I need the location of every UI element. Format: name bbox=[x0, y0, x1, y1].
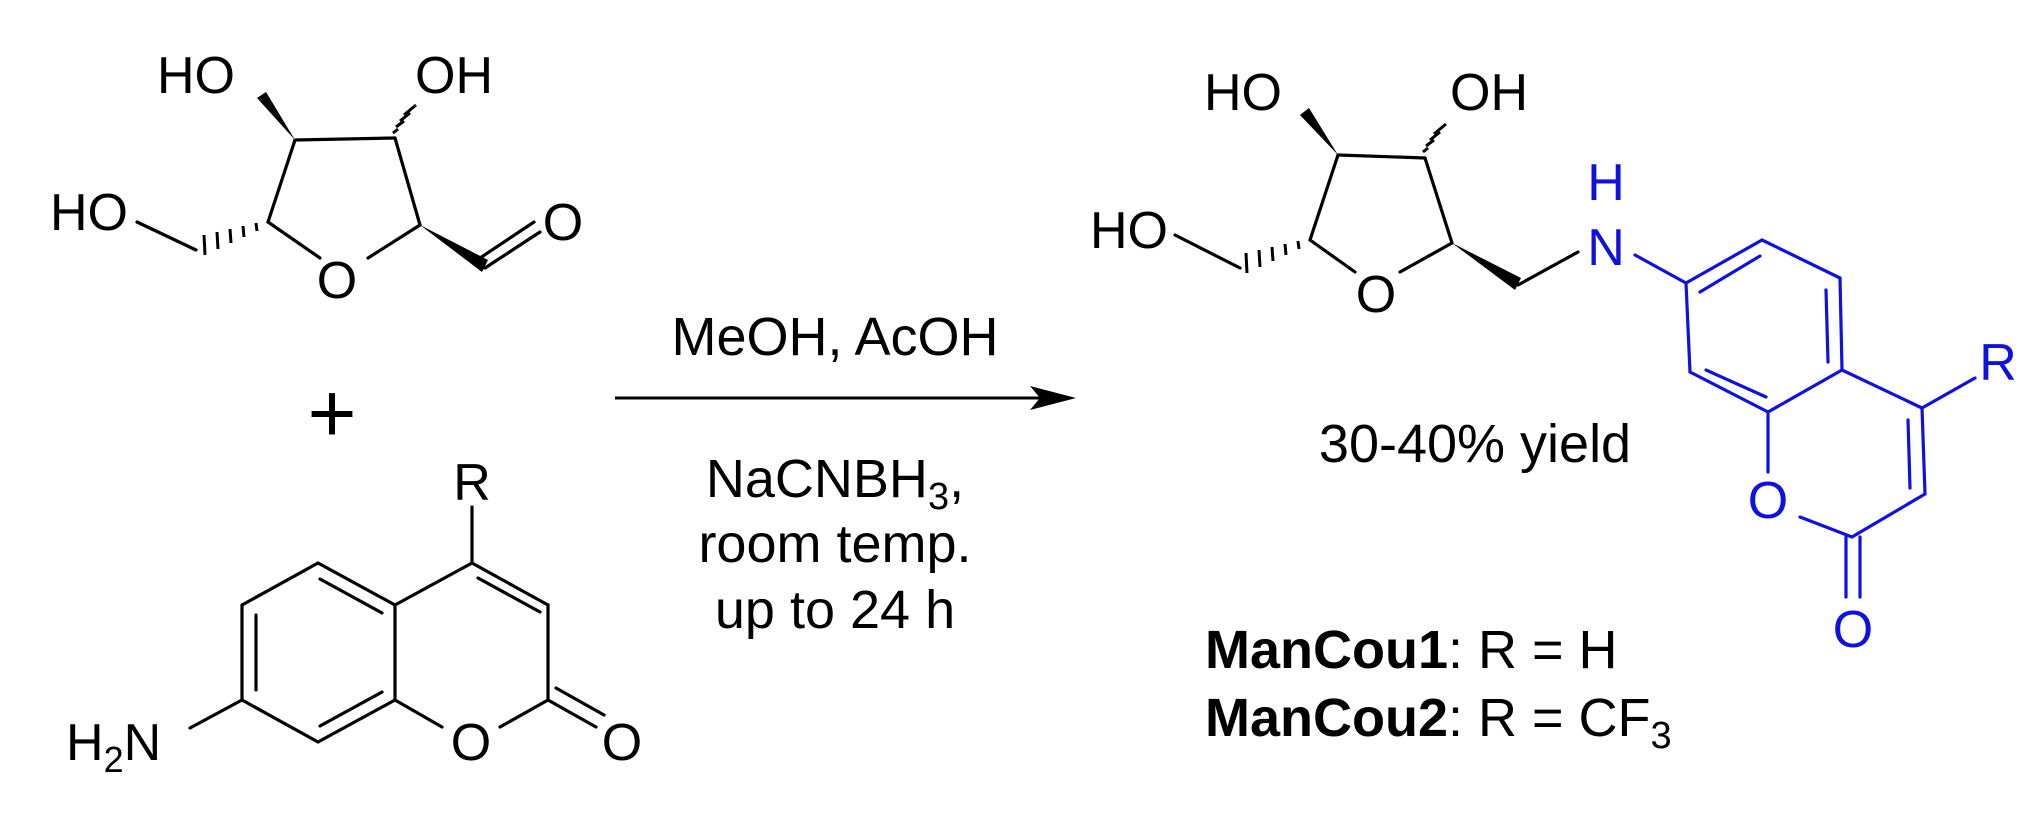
plus-sign: + bbox=[307, 366, 356, 460]
r-group-label: R bbox=[1979, 334, 2017, 392]
product-sugar-part: HO OH HO O bbox=[1090, 64, 1580, 324]
hydroxyl-label: OH bbox=[415, 47, 493, 105]
reaction-arrow bbox=[615, 386, 1076, 410]
conditions-temperature: room temp. bbox=[698, 514, 971, 574]
nh-hydrogen-label: H bbox=[1587, 154, 1625, 212]
ring-oxygen-label: O bbox=[451, 714, 491, 772]
wedge-bond bbox=[420, 225, 488, 272]
hash-bond bbox=[1422, 122, 1447, 154]
carbonyl-oxygen-label: O bbox=[602, 714, 642, 772]
hash-bond bbox=[1244, 240, 1301, 274]
hydroxyl-label: OH bbox=[1450, 64, 1528, 122]
conditions-time: up to 24 h bbox=[715, 580, 955, 640]
hash-bond bbox=[392, 103, 417, 135]
hydroxyl-label: HO bbox=[50, 184, 128, 242]
amine-label: H2N bbox=[66, 714, 161, 780]
conditions-reductant: NaCNBH3, bbox=[706, 449, 964, 518]
ring-oxygen-label: O bbox=[1356, 266, 1396, 324]
ring-oxygen-label: O bbox=[317, 252, 357, 310]
hydroxyl-label: HO bbox=[1090, 202, 1168, 260]
wedge-bond bbox=[1300, 108, 1338, 155]
aldehyde-oxygen-label: O bbox=[543, 194, 583, 252]
r-group-label: R bbox=[453, 454, 491, 512]
hydroxyl-label: HO bbox=[157, 47, 235, 105]
hydroxyl-label: HO bbox=[1204, 64, 1282, 122]
conditions-above-arrow: MeOH, AcOH bbox=[671, 307, 998, 367]
hash-bond bbox=[202, 222, 259, 256]
nh-nitrogen-label: N bbox=[1587, 219, 1625, 277]
product-coumarin-part: H N R O O bbox=[1587, 154, 2017, 659]
ring-oxygen-label: O bbox=[1748, 472, 1788, 530]
yield-label: 30-40% yield bbox=[1319, 414, 1631, 474]
coumarin-reactant: R O O H2N bbox=[66, 454, 642, 780]
wedge-bond bbox=[257, 92, 295, 140]
sugar-reactant: HO OH HO O O bbox=[50, 47, 583, 310]
wedge-bond bbox=[1452, 243, 1521, 290]
compound-label-mancou2: ManCou2: R = CF3 bbox=[1205, 688, 1672, 757]
compound-label-mancou1: ManCou1: R = H bbox=[1205, 620, 1618, 680]
carbonyl-oxygen-label: O bbox=[1833, 601, 1873, 659]
